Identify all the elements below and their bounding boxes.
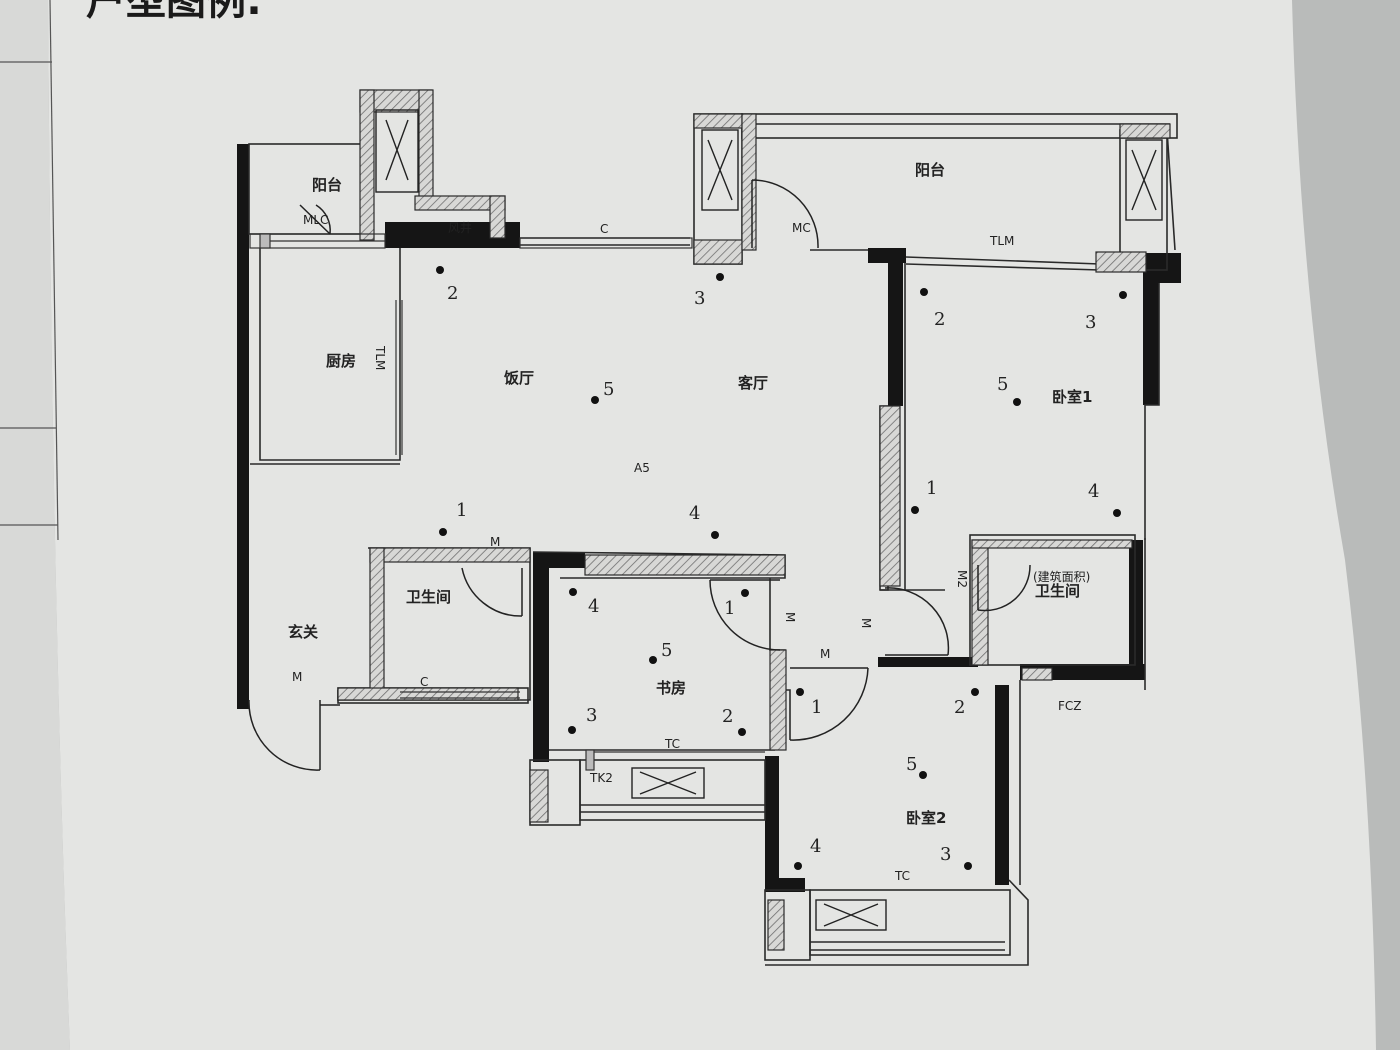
- code-m2: M2: [955, 570, 969, 588]
- point-number: 2: [934, 309, 945, 330]
- page-title: 户型图例:: [86, 0, 262, 24]
- room-bedroom2: 卧室2: [906, 809, 946, 827]
- room-kitchen: 厨房: [326, 352, 356, 370]
- code-m-hall: M: [783, 612, 797, 622]
- point-number: 1: [724, 598, 735, 619]
- code-shaft: 风井: [448, 221, 472, 235]
- hatched-walls: [337, 89, 1171, 951]
- room-bath2-note: (建筑面积): [1033, 569, 1090, 584]
- measure-dots: [436, 266, 1127, 870]
- code-fcz: FCZ: [1058, 699, 1082, 713]
- point-number: 2: [722, 706, 733, 727]
- point-number: 2: [954, 697, 965, 718]
- point-number: 5: [997, 374, 1008, 395]
- left-table-lines: [0, 0, 59, 541]
- code-mc: MC: [792, 221, 811, 235]
- room-bedroom1: 卧室1: [1052, 388, 1092, 406]
- room-foyer: 玄关: [288, 623, 318, 641]
- point-number: 4: [1088, 481, 1099, 502]
- point-numbers: 2 3 5 1 4 2 3 5 1 4 4 1 5 3 2 1 2 5 4 3: [447, 283, 1099, 865]
- room-labels: 阳台 阳台 厨房 饭厅 客厅 卧室1 卫生间 卫生间 (建筑面积) 玄关 书房 …: [288, 161, 1092, 827]
- point-number: 3: [940, 844, 951, 865]
- point-number: 1: [811, 697, 822, 718]
- room-dining: 饭厅: [503, 369, 534, 387]
- point-number: 3: [1085, 312, 1096, 333]
- point-number: 1: [926, 478, 937, 499]
- code-mlc: MLC: [303, 213, 328, 227]
- room-bath1: 卫生间: [406, 588, 451, 606]
- room-balcony-left: 阳台: [312, 176, 342, 194]
- point-number: 2: [447, 283, 458, 304]
- room-living: 客厅: [737, 374, 768, 392]
- code-tc-study: TC: [664, 737, 680, 751]
- door-swings: [248, 179, 1031, 771]
- code-tlm-kitchen: TLM: [373, 345, 387, 370]
- point-number: 4: [689, 503, 700, 524]
- code-m-hall3: M: [820, 647, 830, 661]
- code-tlm-top: TLM: [989, 234, 1014, 248]
- point-number: 1: [456, 500, 467, 521]
- point-number: 5: [906, 754, 917, 775]
- point-number: 4: [588, 596, 599, 617]
- code-m-hall2: M: [859, 618, 873, 628]
- code-m-dining: M: [490, 535, 500, 549]
- point-number: 5: [661, 640, 672, 661]
- code-m-foyer: M: [292, 670, 302, 684]
- room-bath2: 卫生间: [1035, 582, 1080, 600]
- windows: [249, 233, 765, 771]
- code-tk2: TK2: [589, 771, 613, 785]
- point-number: 3: [586, 705, 597, 726]
- point-number: 4: [810, 836, 821, 857]
- room-balcony-top: 阳台: [915, 161, 945, 179]
- point-number: 3: [694, 288, 705, 309]
- point-number: 5: [603, 379, 614, 400]
- opening-codes: MLC 风井 C MC TLM TLM A5 M M C M M M TC TK…: [292, 213, 1082, 883]
- code-c-top: C: [600, 222, 608, 236]
- ac-units: [375, 109, 1163, 931]
- room-study: 书房: [656, 679, 686, 697]
- code-a5: A5: [634, 461, 650, 475]
- code-tc-bed2: TC: [894, 869, 910, 883]
- code-c-bath: C: [420, 675, 428, 689]
